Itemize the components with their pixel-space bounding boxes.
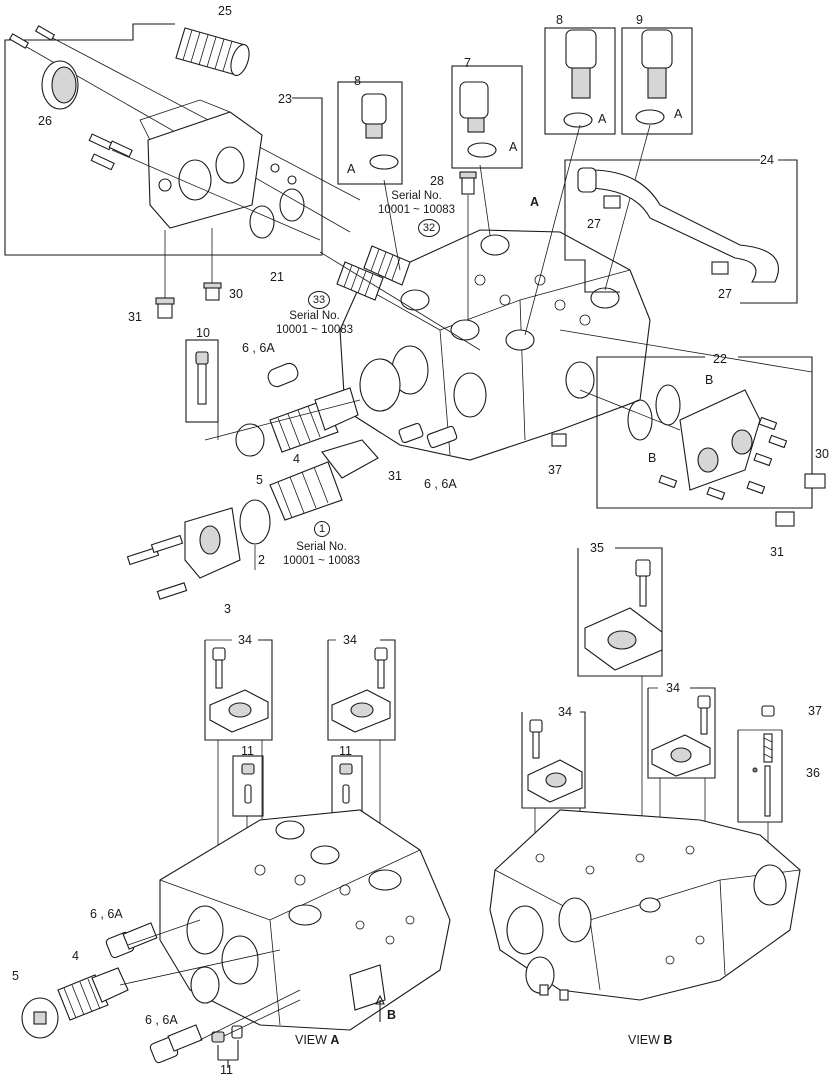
plugs-right xyxy=(775,473,826,527)
callout-3: 3 xyxy=(224,602,231,616)
callout-22: 22 xyxy=(713,352,727,366)
callout-37-upper: 37 xyxy=(548,463,562,477)
callout-4-upper: 4 xyxy=(293,452,300,466)
serial-note-2-line1: Serial No. xyxy=(289,310,340,322)
spool-group-upper xyxy=(126,339,458,600)
frame-23 xyxy=(4,23,323,256)
bolts-23 xyxy=(88,133,321,241)
serial-note-3-line1: Serial No. xyxy=(296,541,347,553)
box-36 xyxy=(737,705,783,823)
view-b-body xyxy=(489,809,801,1001)
callout-31-mid: 31 xyxy=(388,469,402,483)
serial-note-2: Serial No. 10001 ~ 10083 xyxy=(276,309,353,337)
box-24 xyxy=(564,159,798,304)
callout-31-left: 31 xyxy=(128,310,142,324)
view-a-caption: VIEW A xyxy=(295,1033,339,1047)
callout-28: 28 xyxy=(430,174,444,188)
callout-11-c: 11 xyxy=(220,1063,233,1077)
callout-35: 35 xyxy=(590,541,604,555)
callout-33: 33 xyxy=(308,291,330,309)
callout-26: 26 xyxy=(38,114,52,128)
callout-30-left: 30 xyxy=(229,287,243,301)
fitting-28 xyxy=(459,171,477,195)
callout-b-3: B xyxy=(387,1008,397,1022)
plugs-31-30 xyxy=(155,228,222,319)
serial-note-3-line2: 10001 ~ 10083 xyxy=(283,555,361,567)
box-9 xyxy=(621,27,693,135)
callout-25: 25 xyxy=(218,4,232,18)
plug-37-upper xyxy=(551,433,567,447)
callout-34-a: 34 xyxy=(238,633,252,647)
box-35 xyxy=(577,547,663,677)
view-b-prefix: VIEW xyxy=(628,1033,664,1047)
callout-27-a: 27 xyxy=(587,217,601,231)
view-b-caption: VIEW B xyxy=(628,1033,672,1047)
box-8-left xyxy=(337,81,403,185)
callout-34-b: 34 xyxy=(343,633,357,647)
callout-34-d: 34 xyxy=(666,681,680,695)
box-8-right xyxy=(544,27,616,135)
callout-5-view-a: 5 xyxy=(12,969,19,983)
callout-21: 21 xyxy=(270,270,284,284)
callout-30-right: 30 xyxy=(815,447,829,461)
callout-2: 2 xyxy=(258,553,265,567)
view-a-left-parts xyxy=(21,919,301,1068)
callout-23: 23 xyxy=(278,92,292,106)
callout-a-2: A xyxy=(509,140,518,154)
view-b-arrow xyxy=(375,994,385,1022)
box-34-d xyxy=(647,687,716,779)
box-7 xyxy=(451,65,523,169)
callout-1: 1 xyxy=(314,521,330,537)
bellows-21 xyxy=(336,245,411,301)
main-valve-body xyxy=(339,229,651,461)
callout-a-4: A xyxy=(674,107,683,121)
serial-note-1: Serial No. 10001 ~ 10083 xyxy=(378,189,455,217)
callout-9: 9 xyxy=(636,13,643,27)
bellows-25 xyxy=(175,27,250,76)
view-b-letter: B xyxy=(663,1033,673,1047)
serial-note-3: Serial No. 10001 ~ 10083 xyxy=(283,540,360,568)
view-a-prefix: VIEW xyxy=(295,1033,331,1047)
callout-31-right: 31 xyxy=(770,545,784,559)
callout-a-3: A xyxy=(598,112,607,126)
serial-note-1-line1: Serial No. xyxy=(391,190,442,202)
callout-27-b: 27 xyxy=(718,287,732,301)
callout-b-1: B xyxy=(705,373,714,387)
callout-6-6a-mid: 6 , 6A xyxy=(424,477,457,491)
callout-32: 32 xyxy=(418,219,440,237)
box-22 xyxy=(559,329,813,509)
callout-8-left: 8 xyxy=(354,74,361,88)
box-11-b xyxy=(331,755,363,817)
callout-36: 36 xyxy=(806,766,820,780)
orings-23 xyxy=(249,163,305,239)
callout-6-6a-view-a-upper: 6 , 6A xyxy=(90,907,123,921)
cap-26 xyxy=(41,60,79,110)
box-34-c xyxy=(521,711,586,809)
callout-11-b: 11 xyxy=(339,744,352,758)
callout-a-1: A xyxy=(347,162,356,176)
callout-8-right: 8 xyxy=(556,13,563,27)
callout-6-6a-view-a-lower: 6 , 6A xyxy=(145,1013,178,1027)
callout-34-c: 34 xyxy=(558,705,572,719)
callout-b-2: B xyxy=(648,451,657,465)
cover-housing-23 xyxy=(139,99,263,229)
callout-10: 10 xyxy=(196,326,210,340)
box-11-a xyxy=(232,755,264,817)
callout-7: 7 xyxy=(464,56,471,70)
view-a-letter: A xyxy=(330,1033,340,1047)
callout-5-upper: 5 xyxy=(256,473,263,487)
callout-4-view-a: 4 xyxy=(72,949,79,963)
view-a-body xyxy=(159,809,451,1031)
callout-24: 24 xyxy=(760,153,774,167)
box-34-a xyxy=(204,639,273,741)
serial-note-2-line2: 10001 ~ 10083 xyxy=(276,324,354,336)
box-34-b xyxy=(327,639,396,741)
callout-11-a: 11 xyxy=(241,744,254,758)
callout-a-5: A xyxy=(530,195,540,209)
callout-6-6a-upper: 6 , 6A xyxy=(242,341,275,355)
callout-37-lower: 37 xyxy=(808,704,822,718)
serial-note-1-line2: 10001 ~ 10083 xyxy=(378,204,456,216)
